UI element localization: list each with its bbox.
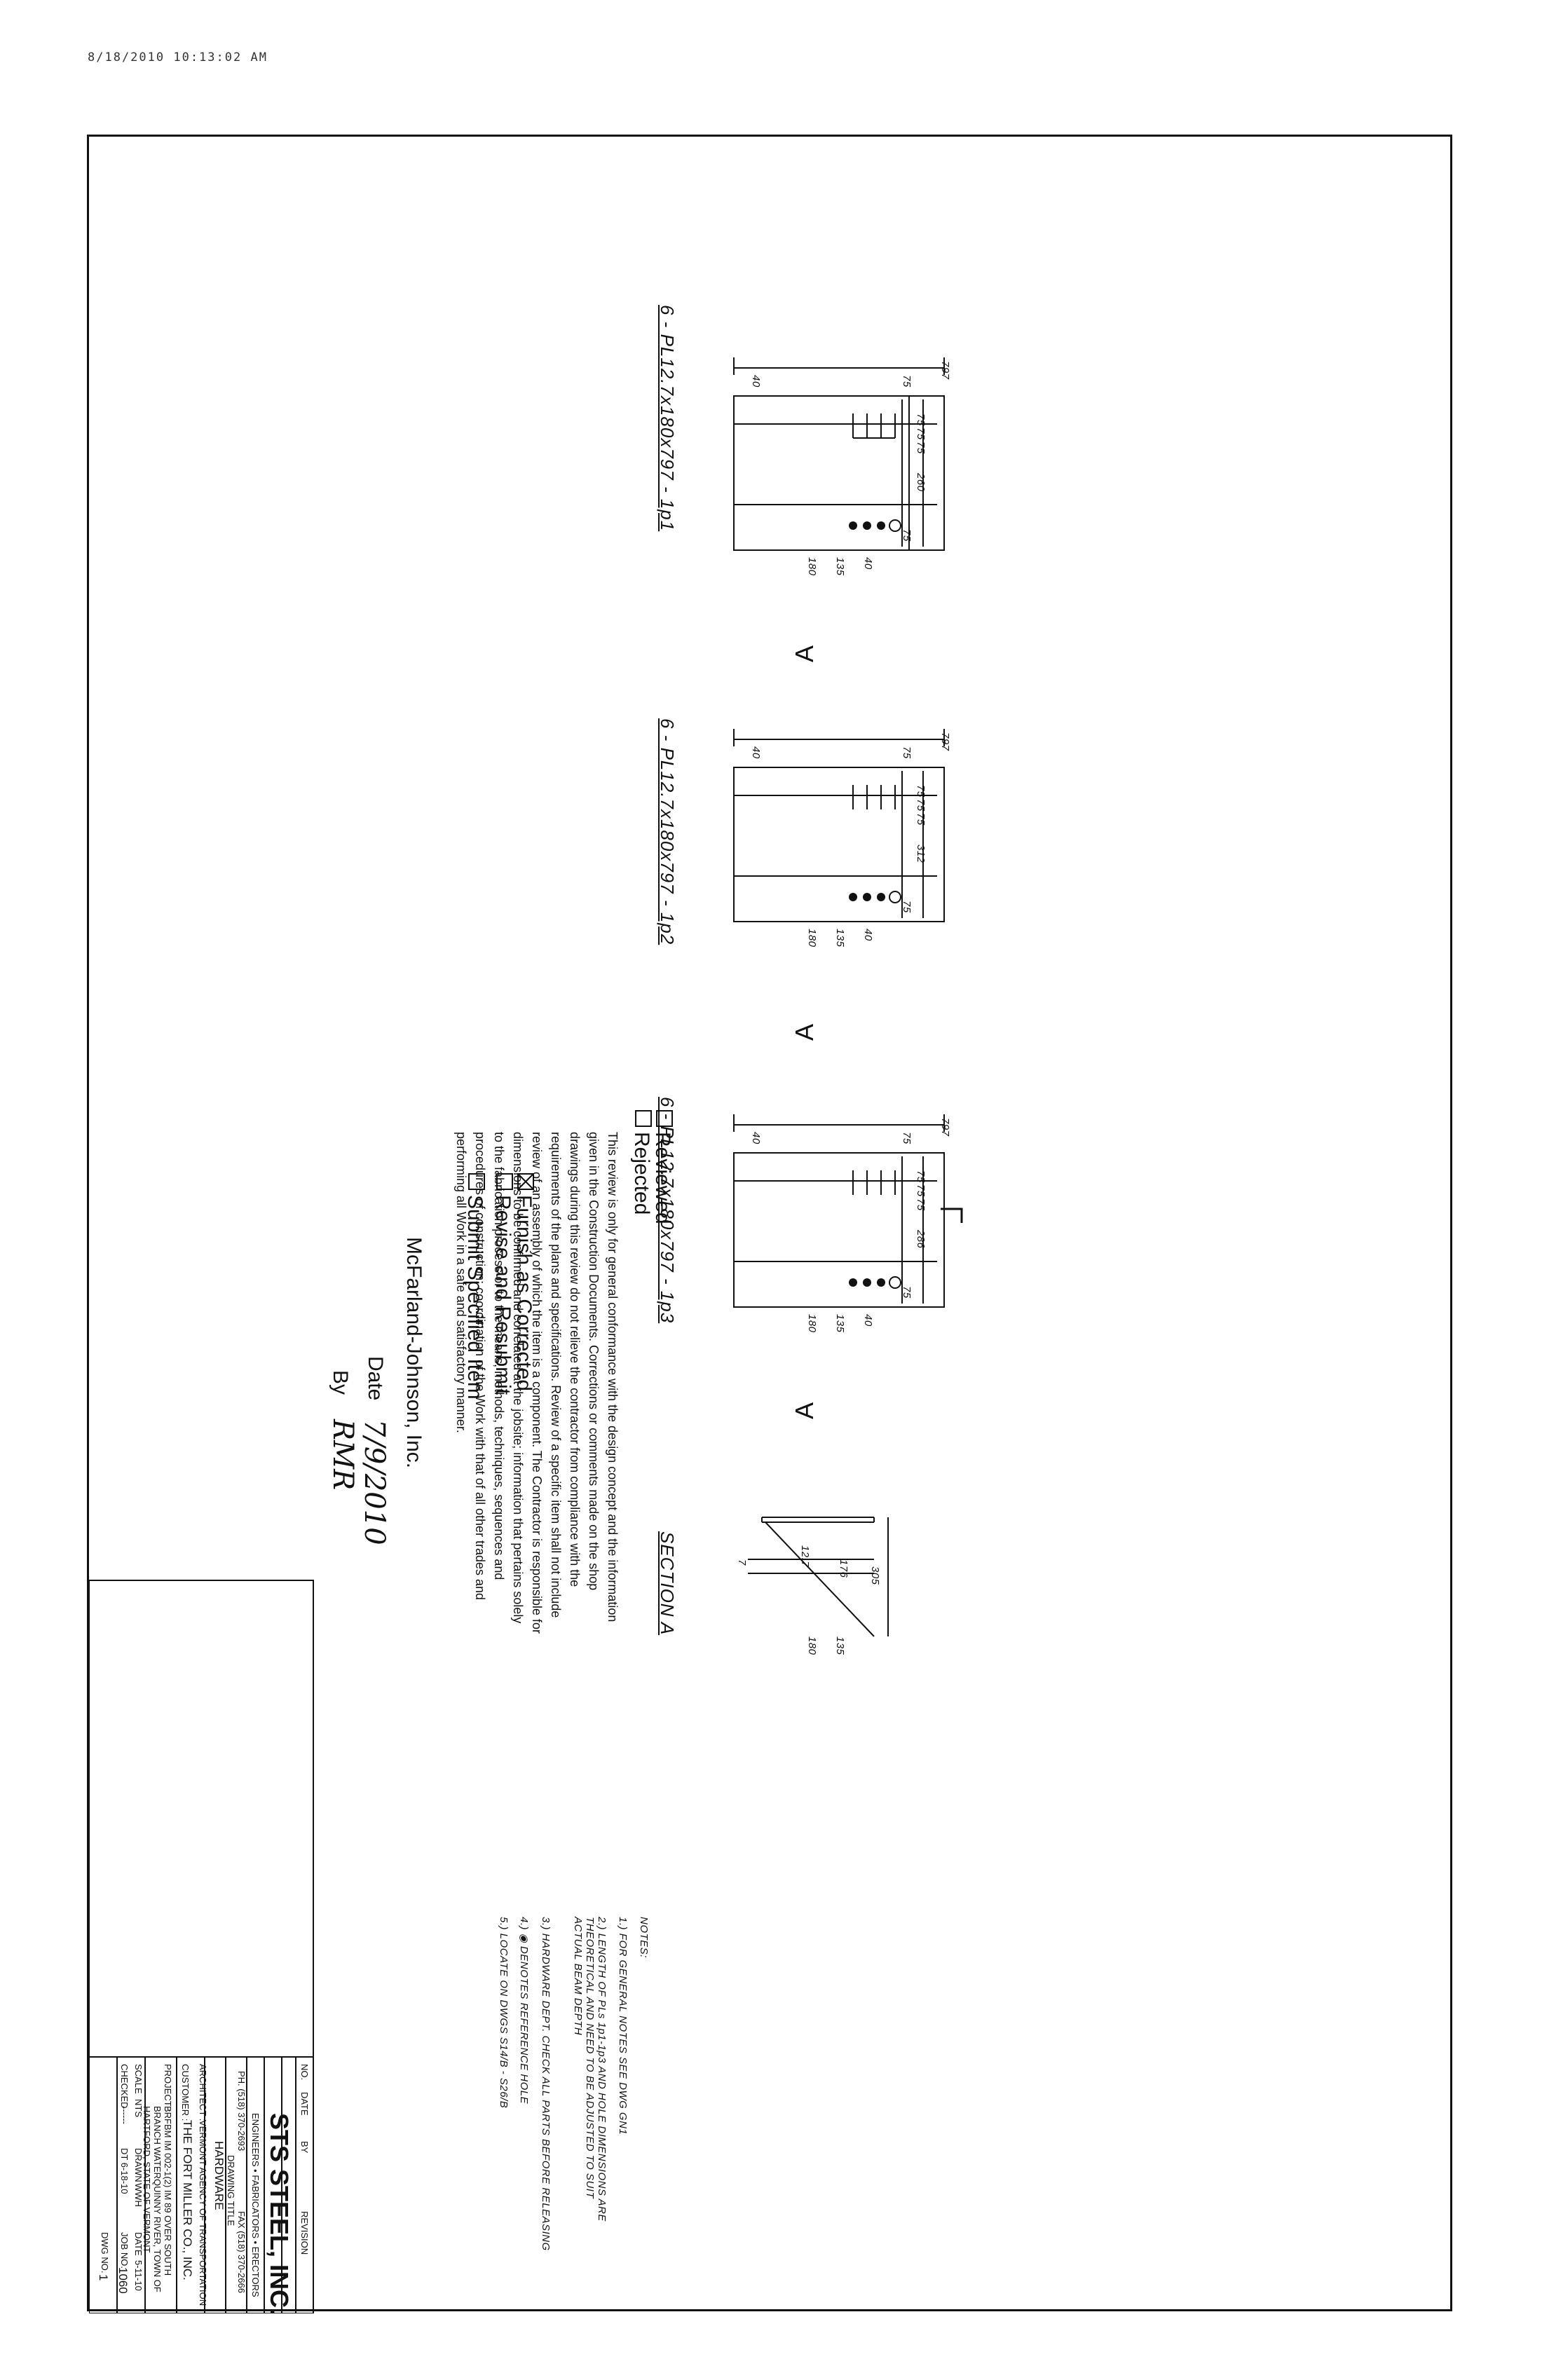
plate-2-hole-gauge: 135 [834, 929, 846, 948]
stamp-company: McFarland-Johnson, Inc. [402, 1237, 425, 1469]
project: BRFBM IM 002-1(2) IM 89 OVER SOUTH BRANC… [142, 2106, 173, 2292]
drawn-value: WWH [133, 2183, 144, 2207]
date-value: 5-11-10 [133, 2260, 144, 2291]
rev-no-label: NO. [299, 2064, 310, 2081]
plate-2-section-mark: A [790, 1023, 819, 1041]
plate-3-section-mark: A [790, 1402, 819, 1419]
drawn-label: DRAWN [133, 2148, 144, 2182]
stamp-rejected: Rejected [630, 1132, 653, 1215]
note-2: 2.) LENGTH OF PLs 1p1-1p3 AND HOLE DIMEN… [572, 1917, 608, 2222]
plate-3-hole-gauge: 135 [834, 1314, 846, 1333]
stamp-by-label: By [329, 1370, 352, 1395]
plate-1-bottom-gauge: 40 [750, 375, 762, 388]
drawing-geometry [89, 357, 963, 2313]
plate-3-bottom-gauge: 40 [750, 1132, 762, 1144]
plate-1-spacing-3: 75 [915, 442, 927, 454]
plate-3-height: 180 [806, 1314, 818, 1333]
job-value: 1060 [116, 2267, 130, 2294]
scale-value: NTS [133, 2099, 144, 2117]
dwg-label: DWG NO. [100, 2232, 110, 2273]
plate-3-spacing-3: 75 [915, 1198, 927, 1211]
dwg-value: 1 [97, 2274, 110, 2281]
section-dim-7: 7 [736, 1559, 748, 1566]
plate-2-title: 6 - PL12.7x180x797 - 1p2 [657, 718, 678, 945]
company-fax: FAX (518) 370-2666 [236, 2211, 247, 2294]
stamp-date-label: Date [364, 1356, 387, 1401]
note-5: 5.) LOCATE ON DWGS S14/B - S26/B [498, 1917, 510, 2109]
date-label: DATE [133, 2232, 144, 2256]
note-1: 1.) FOR GENERAL NOTES SEE DWG GN1 [617, 1917, 629, 2135]
scale-label: SCALE [133, 2064, 144, 2094]
plate-2-drawing [733, 729, 945, 922]
plate-1-section-mark: A [790, 645, 819, 662]
section-dim-180: 180 [806, 1636, 818, 1655]
rev-by-label: BY [299, 2141, 310, 2154]
note-3: 3.) HARDWARE DEPT. CHECK ALL PARTS BEFOR… [540, 1917, 552, 2251]
plate-1-tail: 260 [915, 473, 927, 492]
plate-3-drawing [733, 1114, 945, 1308]
company-tagline: ENGINEERS • FABRICATORS • ERECTORS [250, 2113, 261, 2297]
plate-1-spacing-1: 75 [915, 413, 927, 426]
plate-2-bottom-gauge: 40 [750, 746, 762, 759]
plate-3-spacing-2: 75 [915, 1184, 927, 1197]
plate-1-top-gauge: 40 [862, 557, 874, 570]
plate-3-tail: 286 [915, 1230, 927, 1249]
plate-2-right-edge: 75 [901, 901, 913, 913]
drawing-sheet: 6 - PL12.7x180x797 - 1p1 6 - PL12.7x180x… [87, 135, 1452, 2315]
stamp-reviewed: Reviewed [651, 1132, 674, 1224]
drawing-title: HARDWARE [212, 2141, 226, 2210]
architect-label: ARCHITECT : [198, 2064, 208, 2121]
stamp-by-value: RMR [327, 1419, 359, 1491]
plate-3-overall: 797 [939, 1118, 951, 1137]
notes-heading: NOTES: [638, 1917, 650, 1958]
plate-1-right-edge: 75 [901, 529, 913, 542]
stamp-date-value: 7/9/2010 [358, 1419, 390, 1545]
plate-1-hole-gauge: 135 [834, 557, 846, 576]
company-phone: PH. (518) 370-2693 [236, 2071, 247, 2152]
rev-revision-label: REVISION [299, 2211, 310, 2255]
stamp-checkboxes [468, 1110, 673, 1190]
plate-1-left-edge: 75 [901, 375, 913, 388]
stamp-disclaimer: This review is only for general conforma… [454, 1132, 620, 1634]
plate-2-spacing-1: 75 [915, 785, 927, 798]
plate-1-drawing [733, 357, 945, 551]
section-dim-12-7: 12.7 [799, 1545, 811, 1568]
plate-3-top-gauge: 40 [862, 1314, 874, 1327]
title-block-frame [89, 1580, 314, 2313]
plate-3-spacing-1: 75 [915, 1170, 927, 1183]
plate-2-height: 180 [806, 929, 818, 948]
plate-1-height: 180 [806, 557, 818, 576]
drawing-title-label: DRAWING TITLE [226, 2155, 236, 2227]
plate-2-left-edge: 75 [901, 746, 913, 759]
customer-label: CUSTOMER : [180, 2064, 191, 2121]
checked-label: CHECKED [119, 2064, 130, 2109]
plate-1-overall: 797 [939, 361, 951, 380]
plate-1-title: 6 - PL12.7x180x797 - 1p1 [657, 305, 678, 532]
customer: THE FORT MILLER CO., INC. [181, 2120, 194, 2280]
checked-value: ------ [119, 2106, 130, 2124]
plate-3-right-edge: 75 [901, 1286, 913, 1299]
section-dim-135: 135 [834, 1636, 846, 1655]
plate-2-tail: 312 [915, 844, 927, 863]
company-name: STS STEEL, INC. [265, 2113, 294, 2316]
section-dim-176: 176 [838, 1559, 850, 1578]
plate-2-spacing-3: 75 [915, 813, 927, 826]
section-a-title: SECTION A [657, 1531, 678, 1636]
plate-3-left-edge: 75 [901, 1132, 913, 1144]
section-dim-305: 305 [869, 1566, 881, 1585]
note-4: 4.) ◉ DENOTES REFERENCE HOLE [518, 1917, 530, 2105]
checked2-value: DT 6-18-10 [119, 2148, 130, 2194]
section-a-drawing [748, 1517, 889, 1637]
plate-1-spacing-2: 75 [915, 428, 927, 440]
plate-2-spacing-2: 75 [915, 799, 927, 812]
architect: VERMONT AGENCY OF TRANSPORTATION [198, 2120, 208, 2306]
job-label: JOB NO. [119, 2232, 130, 2269]
fax-header: 8/18/2010 10:13:02 AM [88, 50, 268, 64]
rev-date-label: DATE [299, 2092, 310, 2116]
plate-2-overall: 797 [939, 732, 951, 751]
plate-2-top-gauge: 40 [862, 929, 874, 941]
project-label: PROJECT : [163, 2064, 173, 2112]
